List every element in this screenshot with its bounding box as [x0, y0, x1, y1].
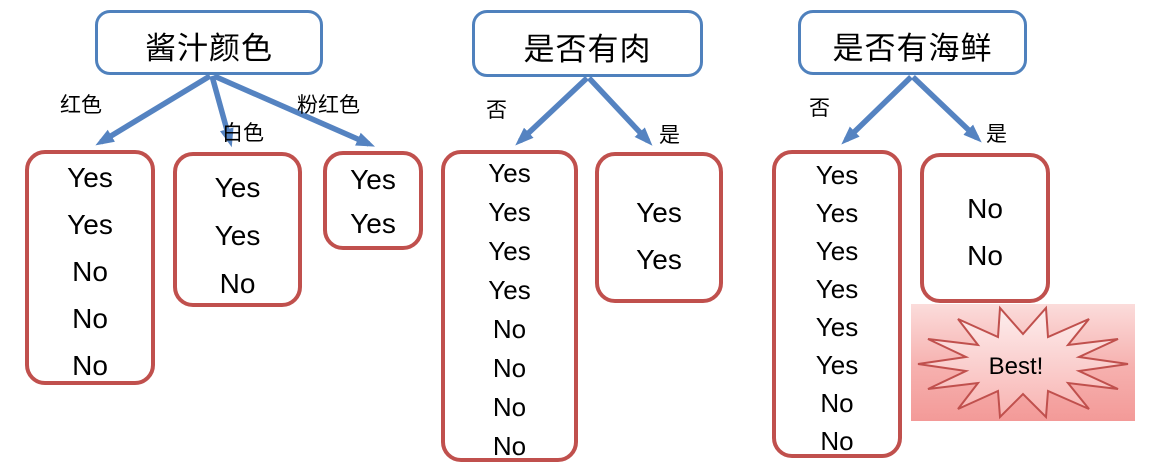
- leaf-meat-no: Yes Yes Yes Yes No No No No: [441, 150, 578, 462]
- leaf-sauce-white: Yes Yes No: [173, 152, 302, 307]
- leaf-value: Yes: [636, 244, 682, 275]
- leaf-value: Yes: [214, 220, 261, 251]
- leaf-value: No: [72, 303, 108, 334]
- leaf-value: Yes: [350, 208, 396, 239]
- leaf-seafood-yes: No No: [920, 153, 1050, 303]
- leaf-value: No: [219, 268, 256, 299]
- leaf-value: Yes: [67, 162, 113, 193]
- leaf-value: No: [72, 256, 108, 287]
- arrow-sauce-red: [95, 73, 212, 146]
- leaf-value: Yes: [488, 158, 531, 188]
- leaf-value: No: [492, 392, 527, 422]
- leaf-value: No: [820, 426, 854, 456]
- leaf-value: Yes: [815, 274, 859, 304]
- leaf-value: No: [967, 240, 1003, 271]
- node-has-meat-label: 是否有肉: [523, 32, 652, 67]
- leaf-value: No: [492, 314, 527, 344]
- node-has-seafood: 是否有海鲜: [798, 10, 1027, 75]
- leaf-value: Yes: [214, 172, 261, 203]
- arrow-meat-yes: [586, 76, 653, 146]
- leaf-sauce-pink: Yes Yes: [323, 151, 423, 250]
- node-has-meat: 是否有肉: [472, 10, 703, 77]
- leaf-value: No: [492, 431, 527, 461]
- leaf-seafood-no: Yes Yes Yes Yes Yes Yes No No: [772, 150, 902, 458]
- leaf-value: Yes: [350, 164, 396, 195]
- leaf-value: No: [967, 193, 1003, 224]
- leaf-value: No: [820, 388, 854, 418]
- leaf-value: Yes: [488, 275, 531, 305]
- node-sauce-color-label: 酱汁颜色: [145, 31, 273, 66]
- leaf-sauce-red: Yes Yes No No No: [25, 150, 155, 385]
- branch-label-red: 红色: [60, 94, 102, 117]
- branch-label-white: 白色: [222, 122, 264, 145]
- leaf-value: Yes: [488, 236, 531, 266]
- leaf-value: Yes: [815, 350, 859, 380]
- branch-label-meat-yes: 是: [659, 124, 680, 147]
- branch-label-meat-no: 否: [486, 99, 507, 122]
- leaf-value: Yes: [67, 209, 113, 240]
- leaf-value: Yes: [815, 160, 859, 190]
- node-sauce-color: 酱汁颜色: [95, 10, 323, 75]
- leaf-value: No: [492, 353, 527, 383]
- best-badge: Best!: [911, 304, 1135, 421]
- leaf-value: Yes: [636, 197, 682, 228]
- branch-label-seafood-no: 否: [809, 97, 830, 120]
- leaf-value: Yes: [815, 198, 859, 228]
- leaf-value: Yes: [815, 236, 859, 266]
- leaf-value: Yes: [488, 197, 531, 227]
- branch-label-pink: 粉红色: [297, 94, 360, 117]
- arrow-seafood-no: [841, 75, 913, 145]
- branch-label-seafood-yes: 是: [986, 123, 1007, 146]
- starburst-icon: Best!: [917, 305, 1129, 420]
- leaf-meat-yes: Yes Yes: [595, 152, 723, 303]
- best-badge-label: Best!: [989, 353, 1044, 380]
- arrow-seafood-yes: [911, 75, 982, 143]
- arrow-meat-no: [515, 75, 589, 146]
- node-has-seafood-label: 是否有海鲜: [832, 31, 993, 66]
- leaf-value: Yes: [815, 312, 859, 342]
- leaf-value: No: [72, 350, 108, 381]
